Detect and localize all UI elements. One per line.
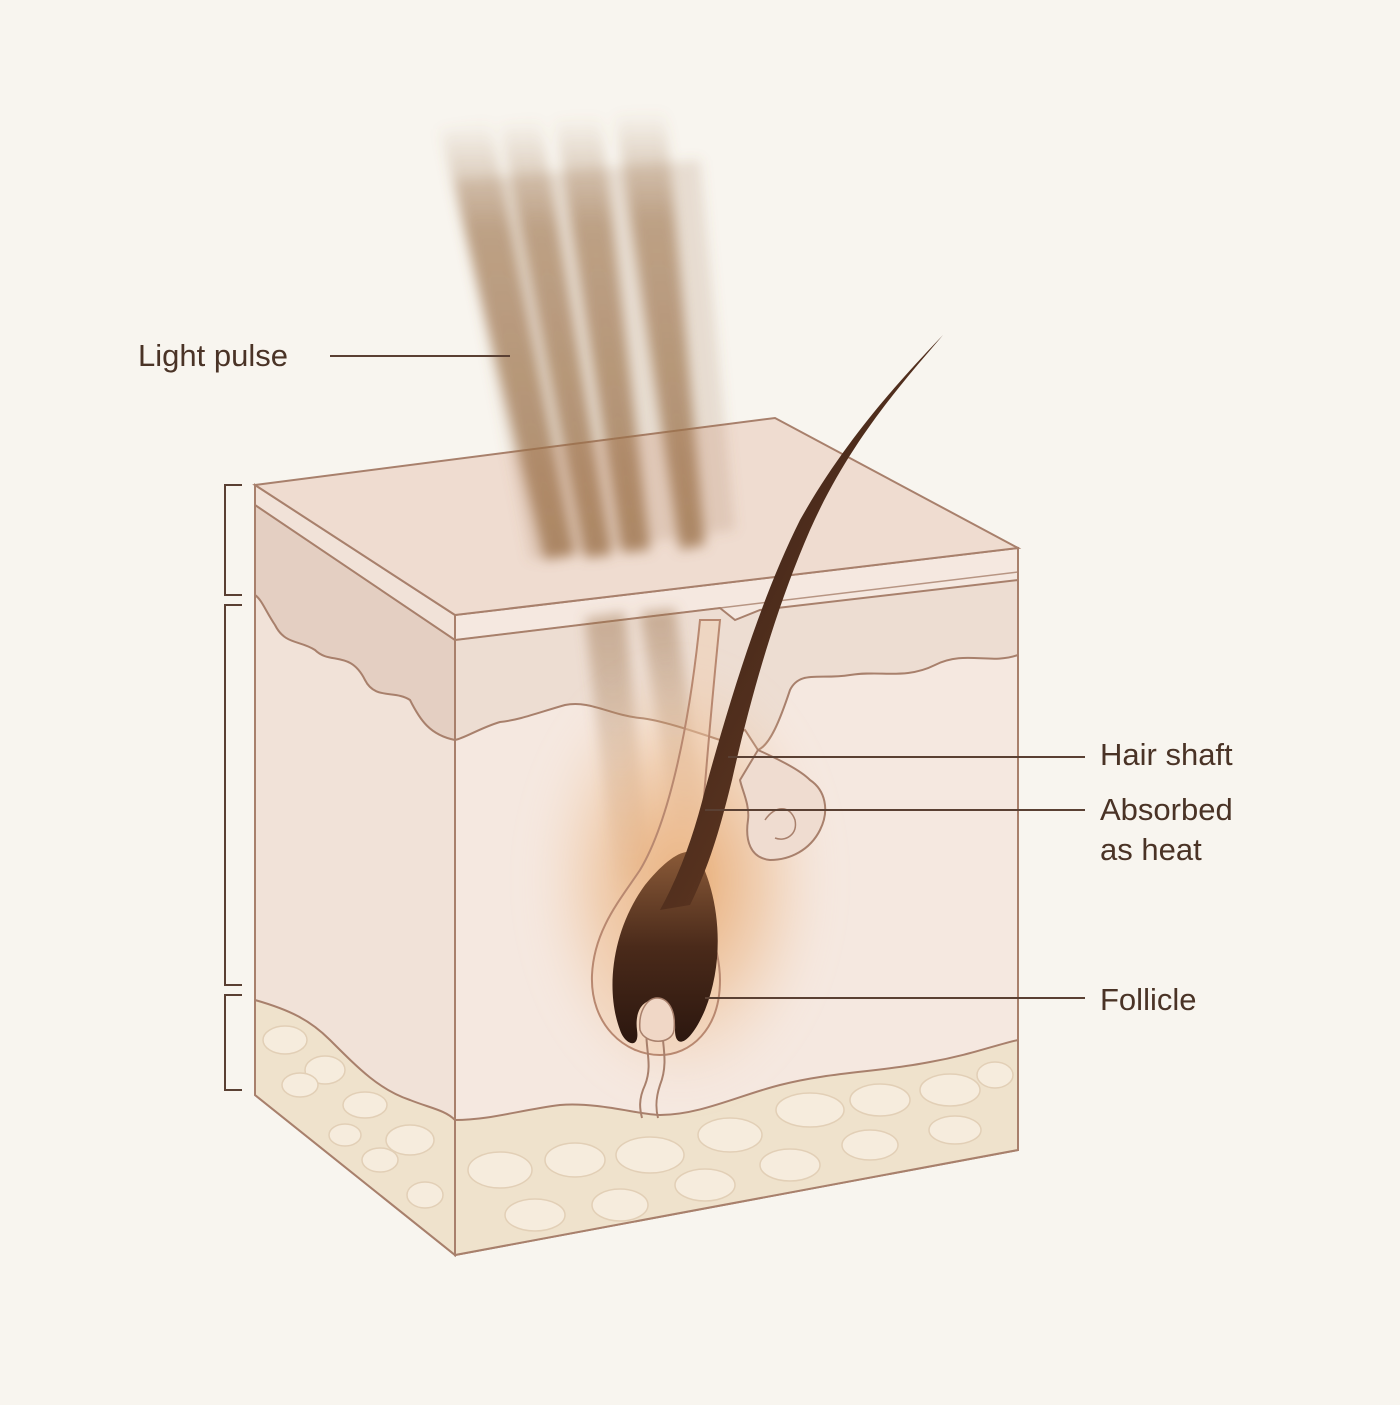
front-face (254, 483, 456, 1258)
bracket-dermis (224, 604, 242, 986)
label-follicle: Follicle (1100, 982, 1197, 1017)
bracket-epidermis (224, 484, 242, 596)
label-absorbed-line1: Absorbed (1100, 792, 1233, 827)
label-light-pulse: Light pulse (138, 338, 288, 373)
top-edge-line (254, 504, 1019, 641)
label-absorbed-as-heat: Absorbed as heat (1100, 790, 1300, 870)
hair-shaft (660, 335, 943, 910)
layer-brackets (224, 484, 242, 1091)
sebaceous-gland (738, 748, 827, 862)
dermal-papilla (639, 997, 676, 1042)
label-absorbed-line2: as heat (1100, 832, 1202, 867)
fat-lobules-front (262, 1025, 444, 1209)
fat-lobules-right (467, 1061, 1014, 1232)
label-hair-shaft: Hair shaft (1100, 737, 1233, 772)
bracket-fat (224, 994, 242, 1091)
leader-lines (330, 355, 1085, 999)
light-beam-icon (440, 110, 735, 560)
